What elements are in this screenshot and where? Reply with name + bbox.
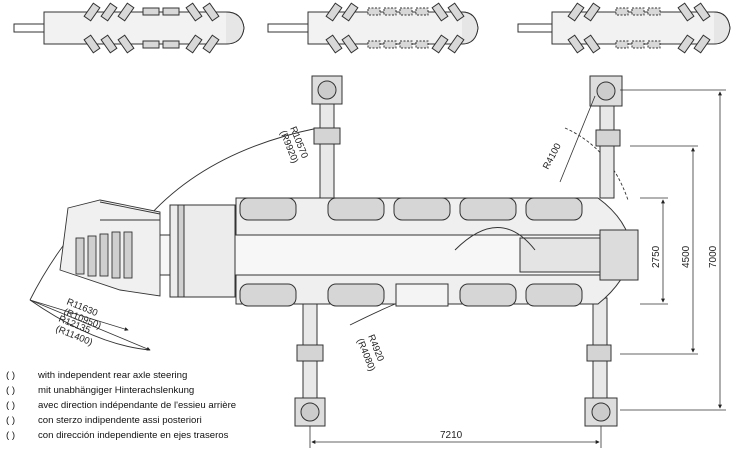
steering-view-1 [13, 2, 245, 54]
legend-row-it: ( ) con sterzo indipendente assi posterio… [6, 413, 326, 428]
legend-marker: ( ) [6, 400, 16, 411]
legend-row-fr: ( ) avec direction indépendante de l'essi… [6, 398, 326, 413]
legend-row-en: ( ) with independent rear axle steering [6, 368, 326, 383]
legend-text: con sterzo indipendente assi posteriori [38, 415, 202, 426]
label-7000: 7000 [708, 245, 719, 268]
legend-text: con dirección independiente en ejes tras… [38, 430, 229, 441]
legend-marker: ( ) [6, 415, 16, 426]
counterweight [59, 199, 161, 297]
legend-row-es: ( ) con dirección independiente en ejes t… [6, 428, 326, 443]
legend-marker: ( ) [6, 430, 16, 441]
legend-text: with independent rear axle steering [38, 370, 188, 381]
label-r4100: R4100 [541, 142, 564, 172]
dimension-lines [29, 89, 726, 448]
legend-marker: ( ) [6, 385, 16, 396]
legend-row-de: ( ) mit unabhängiger Hinterachslenkung [6, 383, 326, 398]
outriggers [294, 75, 623, 427]
legend-marker: ( ) [6, 370, 16, 381]
radius-arcs [29, 127, 629, 351]
legend-text: mit unabhängiger Hinterachslenkung [38, 385, 195, 396]
steering-view-3 [517, 2, 731, 54]
legend-text: avec direction indépendante de l'essieu … [38, 400, 237, 411]
label-4500: 4500 [681, 245, 692, 268]
label-2750: 2750 [651, 245, 662, 268]
carrier-body [139, 197, 639, 307]
legend: ( ) with independent rear axle steering (… [6, 368, 326, 443]
steering-view-2 [267, 2, 479, 54]
label-7210: 7210 [440, 430, 463, 441]
